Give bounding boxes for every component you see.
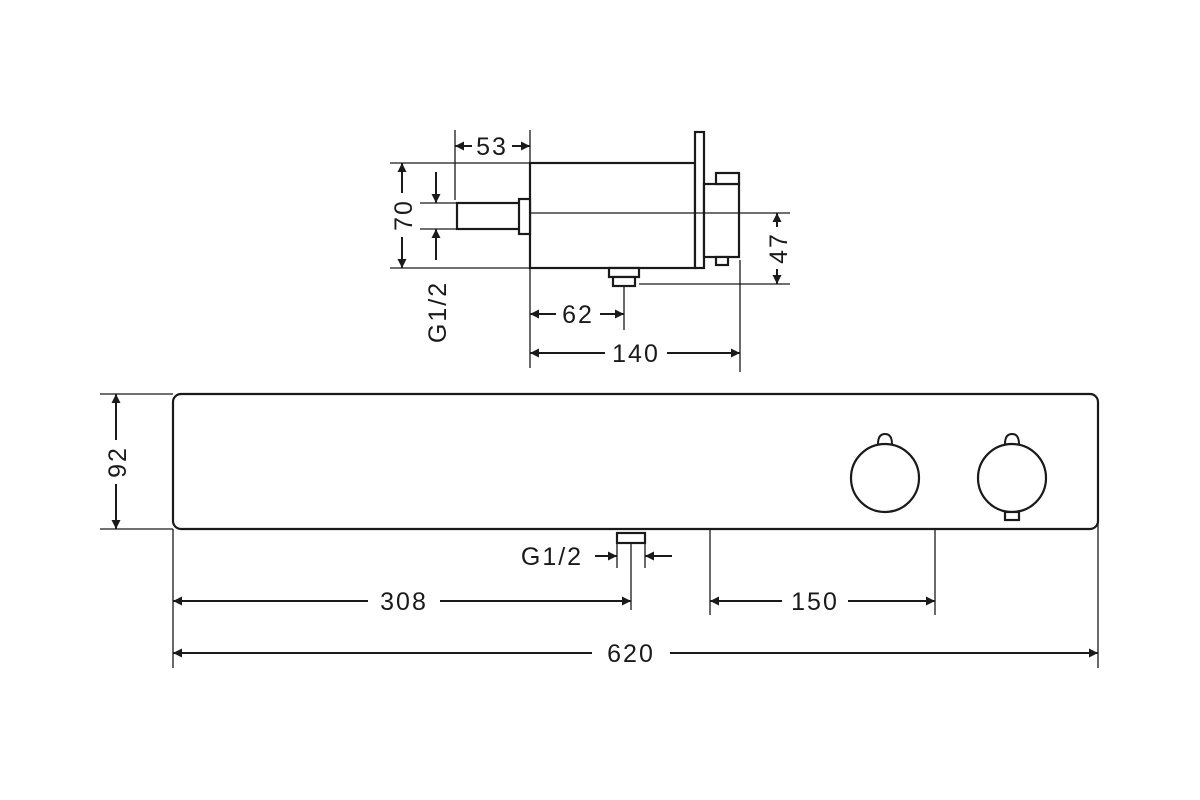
- dim-label-620: 620: [607, 640, 655, 668]
- front-view: 92 G1/2 308 150 620: [100, 392, 1100, 668]
- front-view-outlet: [615, 531, 647, 610]
- side-thread-label: G1/2: [424, 281, 452, 343]
- side-view-inlet-pipe: [455, 197, 532, 236]
- side-view-body: [528, 161, 697, 270]
- dim-label-140: 140: [612, 340, 660, 368]
- side-view: 53 70 G1/2 47 62 140: [388, 130, 793, 372]
- side-view-wall-plate: [693, 130, 706, 270]
- dim-label-47: 47: [765, 232, 793, 264]
- side-view-outlet: [607, 266, 641, 288]
- dim-label-53: 53: [476, 133, 508, 161]
- front-view-body: [171, 392, 1100, 531]
- right-handle: [976, 432, 1048, 522]
- dim-label-308: 308: [380, 588, 428, 616]
- dim-label-150: 150: [791, 588, 839, 616]
- dim-label-92: 92: [104, 446, 132, 478]
- dim-label-62: 62: [562, 301, 594, 329]
- dim-label-70: 70: [390, 199, 418, 231]
- front-thread-label: G1/2: [521, 543, 583, 571]
- side-view-handle: [702, 171, 741, 267]
- left-handle: [849, 432, 921, 514]
